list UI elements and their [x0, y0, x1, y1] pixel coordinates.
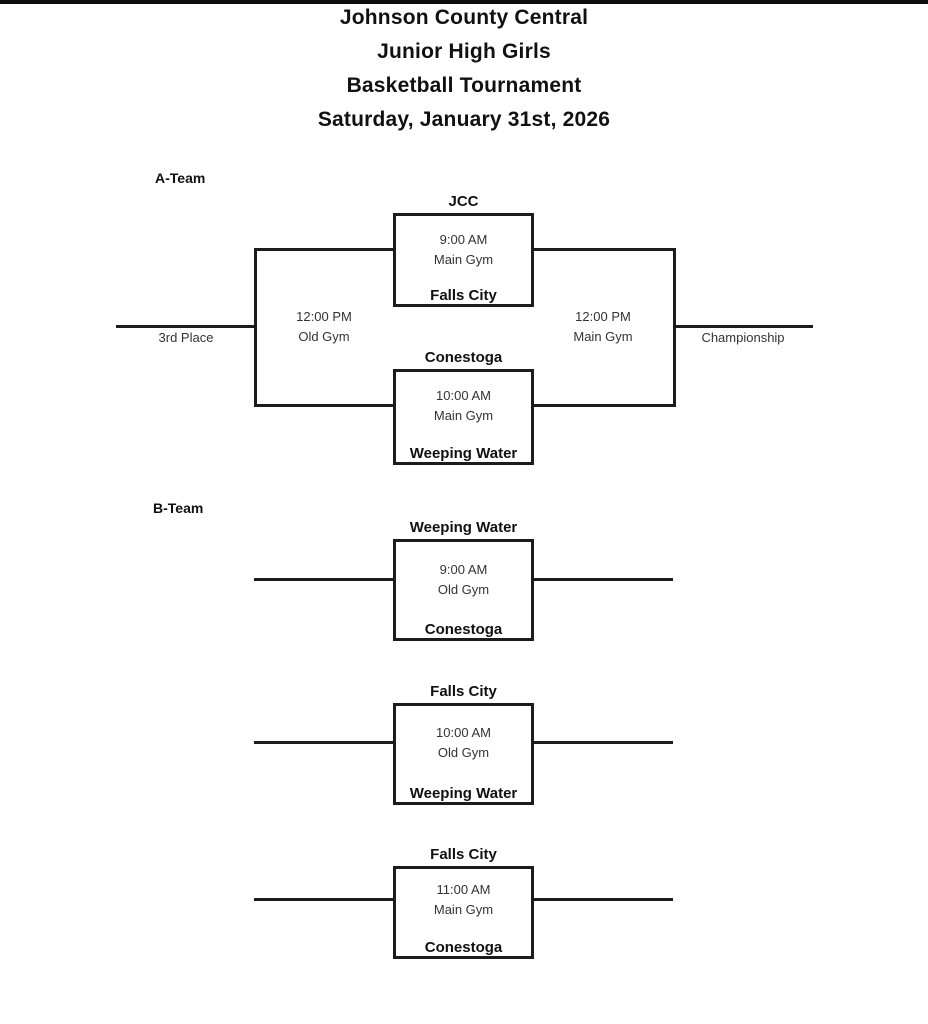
b2-time: 10:00 AM — [436, 725, 491, 740]
b2-line-right — [531, 741, 673, 744]
a2-time: 10:00 AM — [436, 388, 491, 403]
a1-venue: Main Gym — [433, 252, 494, 267]
b1-venue: Old Gym — [437, 582, 490, 597]
a1-game-box: 9:00 AM Main Gym — [393, 213, 534, 307]
b-team-section-label: B-Team — [153, 500, 204, 516]
a2-bottom-team: Weeping Water — [409, 445, 518, 462]
title-line-1: Johnson County Central — [339, 6, 589, 29]
bracket-line-left-top — [254, 248, 396, 251]
consolation-time: 12:00 PM — [296, 309, 352, 324]
b1-bottom-team: Conestoga — [424, 621, 503, 638]
final-time: 12:00 PM — [575, 309, 631, 324]
consolation-venue: Old Gym — [298, 329, 350, 344]
a-team-semifinal-1: JCC 9:00 AM Main Gym Falls City — [393, 193, 534, 307]
title-line-3: Basketball Tournament — [346, 74, 582, 97]
b2-bottom-team: Weeping Water — [409, 785, 518, 802]
b-team-game-2: Falls City 10:00 AM Old Gym Weeping Wate… — [393, 683, 534, 805]
b2-line-left — [254, 741, 396, 744]
consolation-game-info: 12:00 PM Old Gym — [254, 307, 394, 347]
b3-time: 11:00 AM — [436, 882, 491, 897]
b3-venue: Main Gym — [433, 902, 494, 917]
b1-line-left — [254, 578, 396, 581]
b1-line-right — [531, 578, 673, 581]
b1-game-box: 9:00 AM Old Gym — [393, 539, 534, 641]
championship-label: Championship — [701, 330, 785, 345]
b2-game-box: 10:00 AM Old Gym — [393, 703, 534, 805]
a2-game-box: 10:00 AM Main Gym — [393, 369, 534, 465]
bracket-line-right-vertical — [673, 248, 676, 407]
b-team-game-3: Falls City 11:00 AM Main Gym Conestoga — [393, 846, 534, 959]
b3-line-left — [254, 898, 396, 901]
final-venue: Main Gym — [573, 329, 633, 344]
third-place-label: 3rd Place — [158, 330, 214, 345]
a-team-section-label: A-Team — [155, 170, 206, 186]
bracket-line-right-bottom — [531, 404, 676, 407]
b3-bottom-team: Conestoga — [424, 939, 503, 956]
b1-time: 9:00 AM — [439, 562, 488, 577]
a1-time: 9:00 AM — [439, 232, 488, 247]
bracket-line-right-top — [531, 248, 676, 251]
b3-game-box: 11:00 AM Main Gym — [393, 866, 534, 959]
bracket-line-left-bottom — [254, 404, 396, 407]
b1-top-team: Weeping Water — [409, 519, 518, 536]
a2-venue: Main Gym — [433, 408, 494, 423]
championship-line — [676, 325, 813, 328]
title-line-4: Saturday, January 31st, 2026 — [317, 108, 611, 131]
a2-top-team: Conestoga — [424, 349, 503, 366]
a-team-semifinal-2: Conestoga 10:00 AM Main Gym Weeping Wate… — [393, 349, 534, 465]
third-place-line — [116, 325, 257, 328]
b2-top-team: Falls City — [430, 683, 497, 700]
b2-venue: Old Gym — [437, 745, 490, 760]
top-edge-strip — [0, 0, 928, 4]
page-title: Johnson County Central Junior High Girls… — [0, 1, 928, 137]
b3-top-team: Falls City — [430, 846, 497, 863]
b-team-game-1: Weeping Water 9:00 AM Old Gym Conestoga — [393, 519, 534, 641]
a1-top-team: JCC — [448, 193, 479, 210]
b3-line-right — [531, 898, 673, 901]
title-line-2: Junior High Girls — [377, 40, 551, 63]
final-game-info: 12:00 PM Main Gym — [533, 307, 673, 347]
a1-bottom-team: Falls City — [430, 287, 497, 304]
